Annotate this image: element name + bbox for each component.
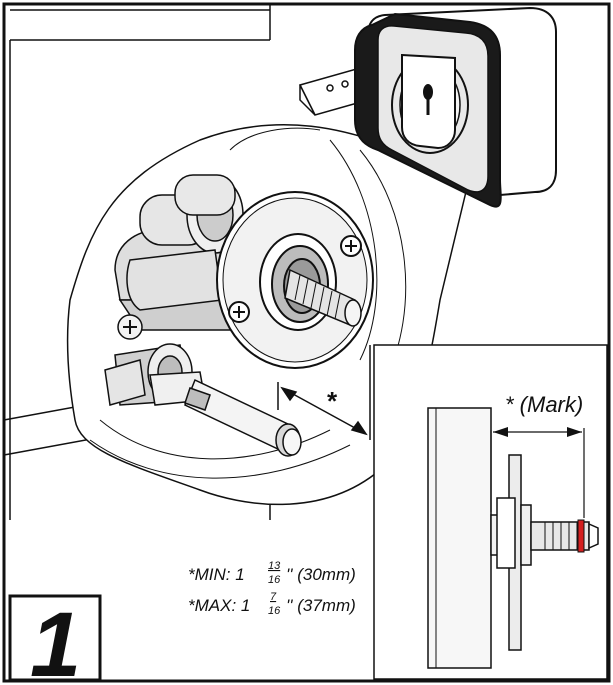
- main-dimension: [277, 345, 371, 440]
- main-dimension-mark: *: [326, 386, 338, 416]
- spec-max-frac-num: 7: [270, 591, 277, 603]
- wall-lines: [3, 4, 271, 520]
- spec-min-frac-num: 13: [268, 560, 281, 572]
- side-view-inset: [373, 344, 608, 680]
- spec-max-prefix: *MAX: 1: [188, 596, 250, 615]
- spec-min-frac-den: 16: [268, 574, 281, 586]
- lever-handle: [126, 249, 223, 311]
- lock-housing: [354, 6, 557, 208]
- spec-max: *MAX: 1 7 16 '' (37mm): [188, 591, 356, 617]
- spec-max-suffix: '' (37mm): [286, 596, 356, 615]
- step-number: 1: [30, 594, 81, 685]
- spec-min-prefix: *MIN: 1: [188, 565, 245, 584]
- step-box: [8, 594, 102, 682]
- tailpiece-spindle: [184, 378, 302, 457]
- mark-line: [577, 519, 585, 553]
- spec-max-frac-den: 16: [268, 605, 281, 617]
- splined-spindle: [284, 268, 362, 327]
- spec-min: *MIN: 1 13 16 '' (30mm): [188, 560, 356, 586]
- spec-min-suffix: '' (30mm): [286, 565, 356, 584]
- inset-mark-label: * (Mark): [505, 392, 583, 417]
